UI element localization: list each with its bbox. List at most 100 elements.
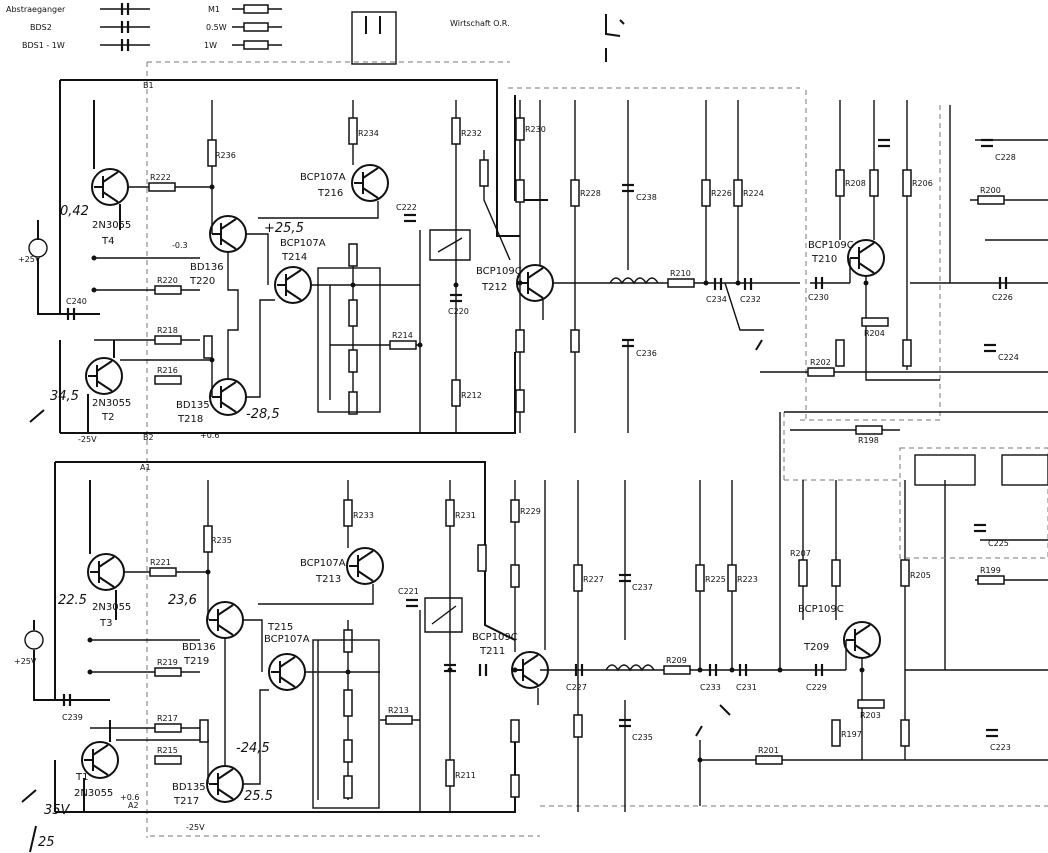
label-T217-ref: T217 [173,796,199,807]
corner-note: 25 [38,835,55,850]
channel-top-circuit: 2N3055 T4 2N3055 T2 BD136 T220 BD135 T21… [18,79,1048,445]
label-T216-ref: T216 [317,188,343,199]
label-C232: C232 [740,295,761,304]
transistor-T217 [206,765,244,803]
label-R217: R217 [157,714,178,723]
label-T213-ref: T213 [315,574,341,585]
label-T214-ref: T214 [281,252,307,263]
label-R199: R199 [980,566,1001,575]
label-top-v-a: +0.6 [200,431,219,440]
transistor-T211 [511,651,549,689]
label-R211: R211 [455,771,476,780]
label-C223: C223 [990,743,1011,752]
label-R210: R210 [670,269,691,278]
label-R202: R202 [810,358,831,367]
label-C224: C224 [998,353,1019,362]
label-top-neg-rail: -25V [78,435,97,444]
label-C228: C228 [995,153,1016,162]
label-C229: C229 [806,683,827,692]
legend-row-3-value: 1W [204,41,217,50]
label-R208: R208 [845,179,866,188]
label-C230: C230 [808,293,829,302]
note-top-3: -28,5 [246,407,280,422]
label-T1-type: 2N3055 [74,788,113,799]
label-T215-ref: T215 [267,622,293,633]
note-top-2: 34,5 [50,389,79,404]
label-R226: R226 [711,189,732,198]
label-T212-ref: T212 [481,282,507,293]
label-R222: R222 [150,173,171,182]
label-bottom-out-voltage: +25V [14,657,37,666]
label-R223: R223 [737,575,758,584]
label-T210-type: BCP109C [808,240,854,251]
label-T210-ref: T210 [811,254,837,265]
label-R200: R200 [980,186,1001,195]
transistor-T213 [346,547,384,585]
label-R225: R225 [705,575,726,584]
transistor-T2 [85,340,123,433]
label-T3-ref: T3 [99,618,112,629]
legend-row-2-value: 0.5W [206,23,227,32]
channel-bottom-circuit: 2N3055 T3 2N3055 T1 BD136 T219 BD135 T21… [14,412,1048,832]
label-C231: C231 [736,683,757,692]
label-R233: R233 [353,511,374,520]
label-C235: C235 [632,733,653,742]
note-bottom-1: 22.5 [58,593,87,608]
label-R221: R221 [150,558,171,567]
label-R230: R230 [525,125,546,134]
transistor-T220 [209,215,247,253]
label-R224: R224 [743,189,764,198]
label-R227: R227 [583,575,604,584]
label-A2: A2 [128,801,139,810]
note-bottom-2: 23,6 [168,593,197,608]
component-legend: Abstraeganger BDS2 BDS1 - 1W M1 0.5W 1W … [6,3,625,65]
transistor-T4 [91,100,129,230]
label-R209: R209 [666,656,687,665]
label-T209-ref: T209 [803,642,829,653]
label-T217-type: BD135 [172,782,206,793]
transistor-T3 [87,480,125,620]
label-R204: R204 [864,329,885,338]
label-B1: B1 [143,81,154,90]
note-bottom-5: 25.5 [244,789,273,804]
label-T3-type: 2N3055 [92,602,131,613]
transistor-T210 [847,239,885,277]
label-R206: R206 [912,179,933,188]
label-T209-type: BCP109C [798,604,844,615]
label-R220: R220 [157,276,178,285]
legend-row-1-label: Abstraeganger [6,5,66,14]
label-R214: R214 [392,331,413,340]
label-C222: C222 [396,203,417,212]
label-R212: R212 [461,391,482,400]
note-top-1: 0,42 [60,204,89,219]
label-T2-type: 2N3055 [92,398,131,409]
label-T2-ref: T2 [101,412,114,423]
label-top-v-b: -0.3 [172,241,188,250]
label-T212-type: BCP109C [476,266,522,277]
label-T220-ref: T220 [189,276,215,287]
label-C234: C234 [706,295,727,304]
label-R228: R228 [580,189,601,198]
transistor-T216 [351,164,389,202]
label-C240: C240 [66,297,87,306]
label-bottom-neg-rail: -25V [186,823,205,832]
transistor-T209 [843,621,881,659]
label-R207: R207 [790,549,811,558]
label-R231: R231 [455,511,476,520]
label-R232: R232 [461,129,482,138]
label-T219-ref: T219 [183,656,209,667]
transistor-T219 [206,601,244,639]
label-C237: C237 [632,583,653,592]
label-C233: C233 [700,683,721,692]
label-R201: R201 [758,746,779,755]
label-C239: C239 [62,713,83,722]
label-R229: R229 [520,507,541,516]
label-R213: R213 [388,706,409,715]
label-R216: R216 [157,366,178,375]
note-bottom-3: -24,5 [236,741,270,756]
label-T1-ref: T1 [75,772,88,783]
label-R236: R236 [215,151,236,160]
label-R197: R197 [841,730,862,739]
label-T220-type: BD136 [190,262,224,273]
